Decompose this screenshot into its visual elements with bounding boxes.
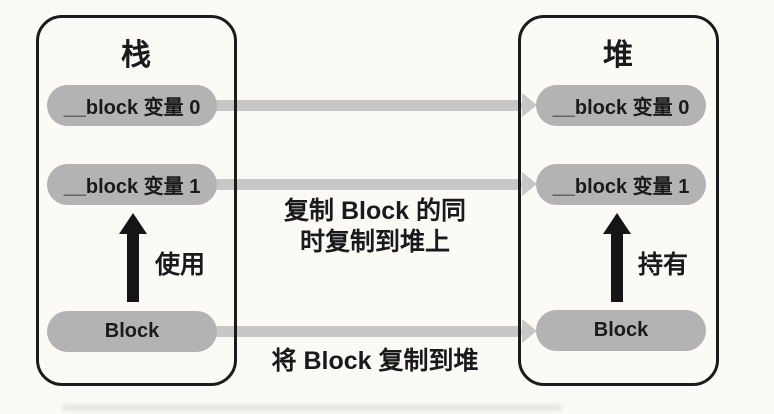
copy-note: 复制 Block 的同 时复制到堆上 (230, 196, 520, 258)
copy-note-line2: 时复制到堆上 (299, 228, 450, 256)
heap-pill-block-var-0: __block 变量 0 (536, 85, 706, 126)
scan-artifact (62, 404, 562, 411)
stack-pill-block-var-0: __block 变量 0 (47, 85, 217, 126)
hold-arrow-label: 持有 (638, 251, 689, 279)
right-arrow-icon (522, 93, 537, 117)
copy-arrow-var0-shaft (210, 100, 522, 111)
use-arrow-shaft (127, 232, 139, 302)
heap-pill-block-var-1: __block 变量 1 (536, 164, 706, 205)
up-arrow-icon (119, 213, 147, 234)
hold-arrow-shaft (611, 232, 623, 302)
stack-box: 栈 (36, 15, 237, 386)
heap-pill-block: Block (536, 310, 706, 351)
stack-pill-block-var-1: __block 变量 1 (47, 164, 217, 205)
right-arrow-icon (522, 319, 537, 343)
heap-box: 堆 (518, 15, 719, 386)
stack-box-title: 栈 (121, 39, 152, 72)
stack-pill-block: Block (47, 311, 217, 352)
right-arrow-icon (522, 172, 537, 196)
bottom-note: 将 Block 复制到堆 (271, 347, 479, 375)
heap-box-title: 堆 (603, 39, 634, 72)
copy-arrow-var1-shaft (210, 179, 522, 190)
copy-arrow-block-shaft (210, 326, 522, 337)
up-arrow-icon (603, 213, 631, 234)
copy-note-line1: 复制 Block 的同 (284, 197, 466, 225)
use-arrow-label: 使用 (155, 251, 206, 279)
